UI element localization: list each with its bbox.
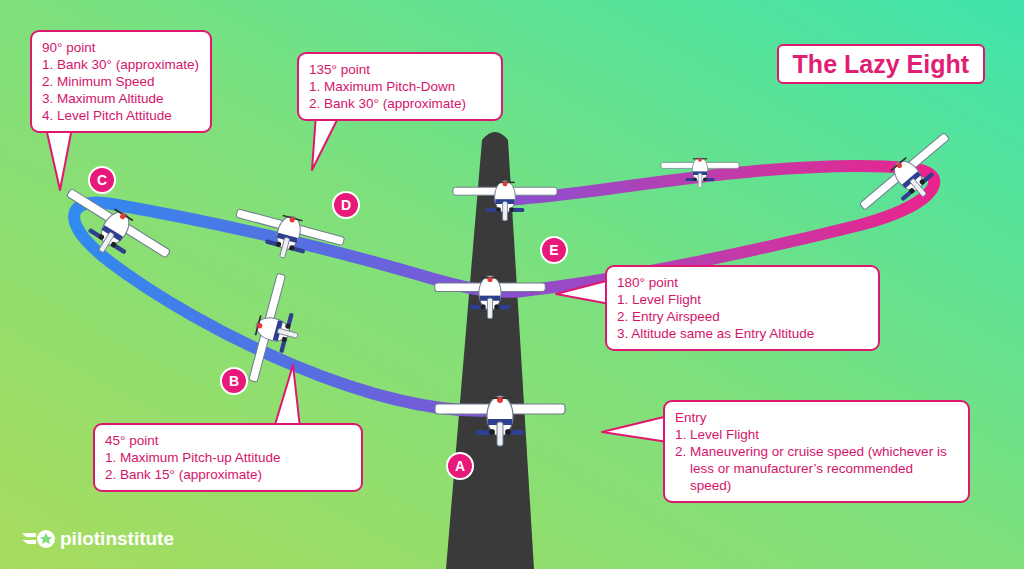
callout-letter: A xyxy=(446,452,474,480)
airplane xyxy=(435,396,565,446)
callout-item: 1. Level Flight xyxy=(617,291,868,308)
airplane xyxy=(855,127,967,231)
callout-letter: E xyxy=(540,236,568,264)
title: The Lazy Eight xyxy=(777,44,985,84)
callout-box: 90° point1. Bank 30° (approximate)2. Min… xyxy=(30,30,212,133)
airplane xyxy=(453,181,557,221)
callout-item: 2. Bank 30° (approximate) xyxy=(309,95,491,112)
callout-item: 2. Maneuvering or cruise speed (whicheve… xyxy=(675,443,958,494)
callout-box: 135° point1. Maximum Pitch-Down2. Bank 3… xyxy=(297,52,503,121)
callout-letter: B xyxy=(220,367,248,395)
logo-icon xyxy=(22,530,55,548)
callout-letter-text: A xyxy=(448,454,472,478)
airplane xyxy=(242,272,312,390)
callout-item: 4. Level Pitch Attitude xyxy=(42,107,200,124)
callout-item: 1. Maximum Pitch-Down xyxy=(309,78,491,95)
callout-item: 1. Maximum Pitch-up Attitude xyxy=(105,449,351,466)
callout-letter-text: C xyxy=(90,168,114,192)
callout-heading: 90° point xyxy=(42,39,200,56)
callout-box: 45° point1. Maximum Pitch-up Attitude2. … xyxy=(93,423,363,492)
logo-text: pilotinstitute xyxy=(60,528,174,550)
callout-heading: Entry xyxy=(675,409,958,426)
callout-heading: 180° point xyxy=(617,274,868,291)
airplane xyxy=(661,158,739,188)
airplane xyxy=(229,202,347,272)
callout-letter-text: E xyxy=(542,238,566,262)
callout-letter-text: B xyxy=(222,369,246,393)
callout-tail xyxy=(274,365,300,428)
callout-box: 180° point1. Level Flight2. Entry Airspe… xyxy=(605,265,880,351)
callout-item: 2. Bank 15° (approximate) xyxy=(105,466,351,483)
airplane xyxy=(435,276,546,319)
callout-letter-text: D xyxy=(334,193,358,217)
callout-item: 3. Altitude same as Entry Altitude xyxy=(617,325,868,342)
callout-letter: D xyxy=(332,191,360,219)
callout-heading: 45° point xyxy=(105,432,351,449)
callout-tail xyxy=(312,114,340,170)
callout-item: 2. Minimum Speed xyxy=(42,73,200,90)
airplane xyxy=(51,182,174,282)
callout-tail xyxy=(556,280,610,304)
callout-item: 1. Bank 30° (approximate) xyxy=(42,56,200,73)
callout-tail xyxy=(46,128,72,190)
callout-letter: C xyxy=(88,166,116,194)
callout-item: 2. Entry Airspeed xyxy=(617,308,868,325)
callout-heading: 135° point xyxy=(309,61,491,78)
callout-box: Entry1. Level Flight2. Maneuvering or cr… xyxy=(663,400,970,503)
callout-item: 1. Level Flight xyxy=(675,426,958,443)
callout-item: 3. Maximum Altitude xyxy=(42,90,200,107)
callout-tail xyxy=(602,416,668,442)
